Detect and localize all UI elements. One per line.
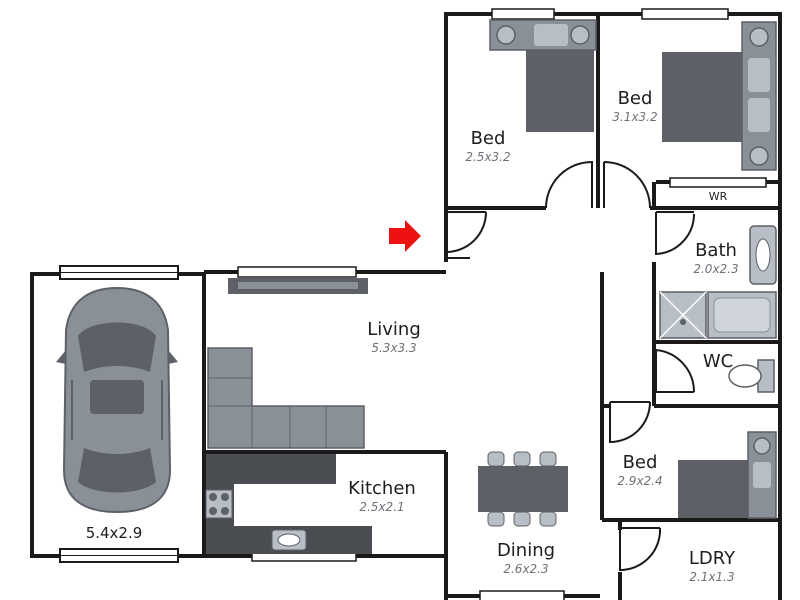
door-swing-icon — [609, 401, 651, 444]
door-swing-icon — [603, 161, 651, 209]
room-bed-2-size: 3.1x3.2 — [612, 110, 657, 124]
bed-icon — [678, 431, 777, 519]
car-icon — [56, 286, 178, 514]
room-wr-name: WR — [709, 190, 728, 203]
room-kitchen-size: 2.5x2.1 — [359, 500, 404, 514]
garage-size-label: 5.4x2.9 — [86, 524, 143, 542]
room-bed-2-name: Bed — [618, 88, 653, 109]
wardrobe-rail — [669, 177, 767, 188]
door-swing-icon — [619, 527, 662, 572]
window-icon — [491, 8, 555, 20]
room-bath-name: Bath — [695, 240, 737, 261]
window-icon — [237, 266, 357, 278]
room-wc-name: WC — [703, 351, 733, 372]
dining-table-icon — [478, 451, 568, 527]
room-bed-3-name: Bed — [623, 452, 658, 473]
cooktop-icon — [205, 489, 233, 519]
kitchen-bench — [205, 454, 372, 554]
tv-unit — [228, 278, 368, 294]
window-icon — [479, 590, 565, 600]
room-bed-1-name: Bed — [471, 128, 506, 149]
entry-arrow-icon — [389, 220, 421, 252]
room-bath-size: 2.0x2.3 — [693, 262, 738, 276]
room-bed-1-size: 2.5x3.2 — [465, 150, 510, 164]
garage: 5.4x2.9 — [30, 265, 206, 563]
room-living-size: 5.3x3.3 — [371, 341, 416, 355]
window-icon — [641, 8, 729, 20]
door-swing-icon — [545, 160, 593, 209]
doors — [445, 160, 696, 572]
toilet-icon — [728, 359, 775, 393]
room-dining-size: 2.6x2.3 — [503, 562, 548, 576]
windows — [237, 8, 729, 600]
room-bed-3-size: 2.9x2.4 — [617, 474, 662, 488]
wall-top-right — [444, 12, 782, 600]
sofa-icon — [207, 347, 365, 449]
room-dining-name: Dining — [497, 540, 555, 561]
door-swing-icon — [655, 349, 696, 393]
door-swing-icon — [655, 211, 696, 256]
room-ldry-size: 2.1x1.3 — [689, 570, 734, 584]
room-living-name: Living — [367, 319, 421, 340]
room-ldry-name: LDRY — [689, 548, 736, 569]
room-kitchen-name: Kitchen — [348, 478, 416, 499]
bed-icon — [662, 21, 777, 171]
bed-icon — [489, 19, 597, 132]
